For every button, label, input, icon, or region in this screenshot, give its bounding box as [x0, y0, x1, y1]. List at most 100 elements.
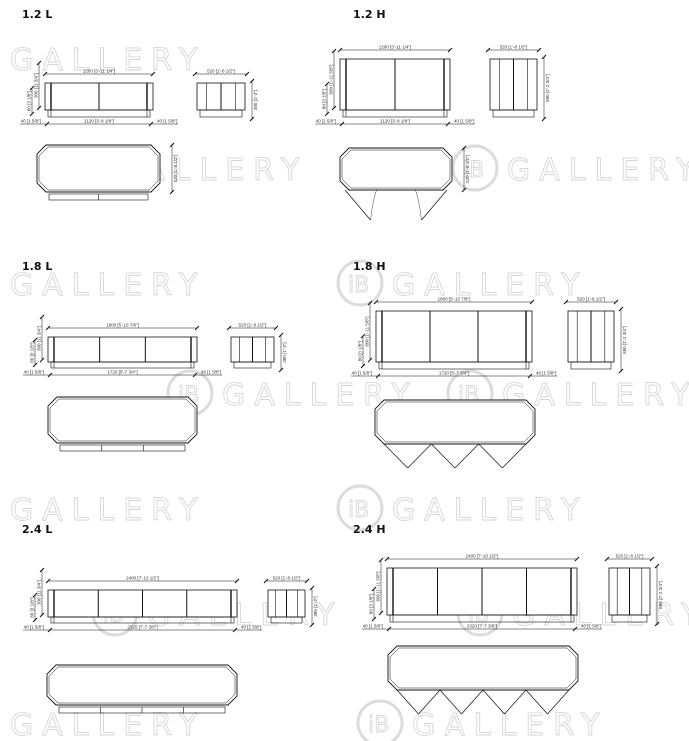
plan-outline [47, 396, 198, 444]
dimension-tick [263, 578, 269, 584]
body-height-dimension-label: 300 [11 3/4"] [37, 580, 42, 605]
dimension-tick [563, 299, 569, 305]
section-1-8-l: 1.8 L 1800 [5'-10 7/8"]1720 [5'-7 3/4"]40… [22, 260, 287, 452]
plan-outline [374, 399, 536, 445]
plan-outline [36, 144, 161, 193]
body-height-dimension-label: 600 [1'-11 5/8"] [365, 317, 370, 347]
dimension-tick [32, 592, 38, 598]
watermark-logo-ring [336, 259, 384, 307]
door-swing-arc [370, 189, 377, 221]
side-elevation: 520 [1'-8 1/2"]380 [1'-3"] [192, 69, 258, 122]
front-elevation: 1200 [3'-11 1/4"]1120 [3'-8 1/8"]40 [1 5… [20, 60, 178, 127]
watermark-logo-ring [336, 484, 384, 532]
dimension-tick [373, 299, 379, 305]
dimension-tick [339, 121, 345, 127]
dimension-tick [367, 300, 373, 306]
dimension-tick [378, 610, 384, 616]
watermark-text: GALLERY [10, 43, 206, 78]
depth-dimension-label: 520 [1'-8 1/2"] [616, 554, 644, 559]
overall-height-dimension-label: 380 [1'-3"] [282, 342, 287, 362]
plan-inner-outline [341, 149, 451, 189]
side-plinth [199, 109, 243, 118]
section-title: 1.8 L [22, 260, 52, 273]
inner-width-label: 2320 [7'-7 3/8"] [127, 625, 157, 630]
plinth [389, 614, 575, 623]
dimension-tick [39, 567, 45, 573]
dimension-tick [304, 578, 310, 584]
side-elevation: 520 [1'-8 1/2"]680 [2'-2 3/4"] [563, 297, 627, 374]
side-plinth [233, 361, 272, 369]
front-elevation: 1800 [5'-10 7/8"]1720 [5'-7 3/4"]40 [1 5… [351, 297, 557, 379]
open-door [454, 443, 479, 469]
dimension-tick [360, 363, 366, 369]
dimension-tick [36, 60, 42, 66]
width-dimension-label: 1200 [3'-11 1/4"] [83, 69, 115, 74]
open-door [344, 189, 371, 221]
open-door [421, 189, 448, 221]
watermark-logo: iB [348, 273, 369, 298]
watermark: GALLERY [10, 493, 198, 529]
dimension-tick [331, 48, 337, 54]
dimension-tick [194, 325, 200, 331]
dimension-tick [447, 47, 453, 53]
cabinet-body [47, 336, 198, 363]
open-door [547, 689, 570, 715]
inner-width-label: 1720 [5'-7 3/4"] [439, 371, 469, 376]
watermark-logo: iB [348, 498, 369, 523]
gap-left-label: 40 [1 5/8"] [316, 119, 336, 124]
dimension-tick [29, 111, 35, 117]
dimension-tick [618, 306, 624, 312]
plan-outline [339, 147, 453, 191]
overall-height-dimension-label: 680 [2'-2 3/4"] [658, 581, 663, 609]
dimension-tick [232, 627, 238, 633]
dimension-tick [45, 325, 51, 331]
dimension-tick [150, 71, 156, 77]
dimension-tick [324, 111, 330, 117]
dimension-tick [331, 105, 337, 111]
leg-height-dimension-label: 80 [3 1/8"] [322, 89, 327, 109]
plinth [342, 109, 448, 118]
depth-dimension-label: 520 [1'-8 1/2"] [239, 323, 267, 328]
gap-left-label: 40 [1 5/8"] [24, 625, 44, 630]
body-height-dimension-label: 600 [1'-11 5/8"] [329, 65, 334, 95]
watermark: GALLERY [10, 268, 198, 304]
front-elevation: 1800 [5'-10 7/8"]1720 [5'-7 3/4"]40 [1 5… [23, 314, 222, 378]
dimension-tick [42, 71, 48, 77]
dimension-tick [47, 627, 53, 633]
leg-height-dimension-label: 80 [3 1/8"] [369, 594, 374, 614]
overall-height-dimension-label: 380 [1'-3"] [253, 90, 258, 110]
dimension-tick [45, 578, 51, 584]
dimension-tick [371, 586, 377, 592]
dimension-tick [309, 622, 315, 628]
dimension-tick [169, 189, 175, 195]
plan-depth-dimension-label: 520 [1'-8 1/2"] [465, 155, 470, 183]
open-door [383, 443, 408, 469]
inner-width-label: 2320 [7'-7 3/8"] [467, 624, 497, 629]
side-elevation: 520 [1'-8 1/2"] 680 [2'-2 3/4"] [604, 554, 663, 627]
dimension-tick [169, 142, 175, 148]
watermark-text: GALLERY [507, 153, 689, 188]
dimension-tick [541, 54, 547, 60]
plan-view [374, 399, 536, 469]
front-elevation: 2400 [7'-10 1/2"]2320 [7'-7 3/8"]40 [1 5… [23, 567, 262, 633]
dimension-tick [148, 121, 154, 127]
dimension-tick [249, 78, 255, 84]
dimension-tick [226, 325, 232, 331]
leg-height-dimension-label: 80 [3 1/8"] [30, 597, 35, 617]
side-elevation: 520 [1'-8 1/2"] 380 [1'-3"] [226, 323, 287, 373]
plan-view [46, 664, 238, 714]
dimension-tick [278, 332, 284, 338]
section-title: 1.2 H [353, 8, 386, 21]
side-plinth [570, 361, 612, 370]
open-door [418, 689, 441, 715]
gap-left-label: 40 [1 5/8"] [363, 624, 383, 629]
depth-dimension-label: 520 [1'-8 1/2"] [273, 576, 301, 581]
body-height-dimension-label: 300 [11 3/4"] [34, 73, 39, 98]
dimension-tick [654, 563, 660, 569]
